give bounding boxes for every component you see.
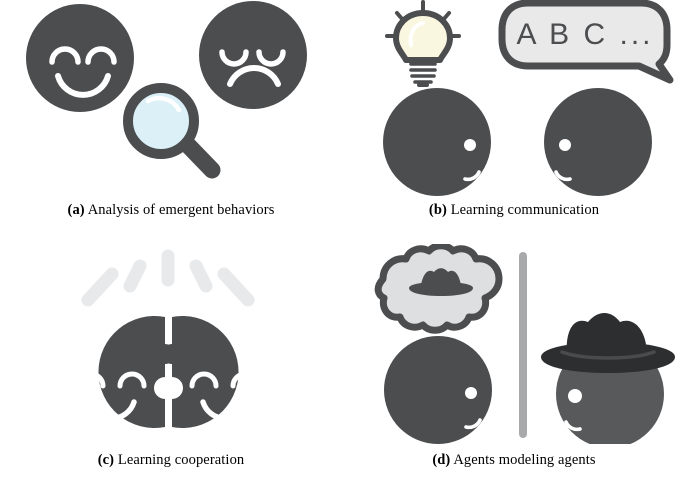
- profile-face-right-icon: [384, 336, 492, 444]
- panel-a-caption: (a) Analysis of emergent behaviors: [0, 202, 342, 219]
- panel-c-caption-text: Learning cooperation: [117, 452, 245, 468]
- profile-face-left-icon: [544, 88, 652, 196]
- profile-face-right-icon: [383, 88, 491, 196]
- panel-d-caption: (d) Agents modeling agents: [343, 452, 685, 469]
- sad-face-icon: [199, 1, 307, 109]
- magnifying-glass-icon: [123, 83, 221, 179]
- speech-bubble-text: A B C ...: [516, 18, 653, 51]
- panel-d-label: (d): [432, 452, 451, 468]
- panel-c-artwork: [0, 244, 342, 444]
- panel-b: A B C ... (b) Learning communication: [343, 0, 685, 244]
- panel-a-label: (a): [67, 202, 85, 218]
- speech-bubble-icon: A B C ...: [498, 0, 674, 84]
- panel-a: (a) Analysis of emergent behaviors: [0, 0, 342, 244]
- panel-a-artwork: [0, 0, 342, 200]
- panel-d: (d) Agents modeling agents: [343, 244, 685, 488]
- puzzle-face-left-icon: [76, 316, 175, 428]
- panel-d-artwork: [343, 244, 685, 444]
- panel-b-caption: (b) Learning communication: [343, 202, 685, 219]
- panel-c: (c) Learning cooperation: [0, 244, 342, 488]
- radiating-rays-icon: [81, 249, 255, 307]
- thought-cloud-hat-icon: [374, 244, 503, 334]
- panel-b-caption-text: Learning communication: [450, 202, 600, 218]
- puzzle-face-right-icon: [162, 316, 260, 428]
- lightbulb-icon: [385, 0, 461, 87]
- happy-face-icon: [26, 4, 134, 112]
- panel-a-caption-text: Analysis of emergent behaviors: [87, 202, 275, 218]
- panel-c-label: (c): [97, 452, 115, 468]
- panel-b-label: (b): [428, 202, 447, 218]
- panel-c-caption: (c) Learning cooperation: [0, 452, 342, 469]
- hatted-face-icon: [541, 313, 675, 444]
- fedora-hat-icon: [541, 313, 675, 373]
- panel-b-artwork: A B C ...: [343, 0, 685, 200]
- panel-d-caption-text: Agents modeling agents: [453, 452, 596, 468]
